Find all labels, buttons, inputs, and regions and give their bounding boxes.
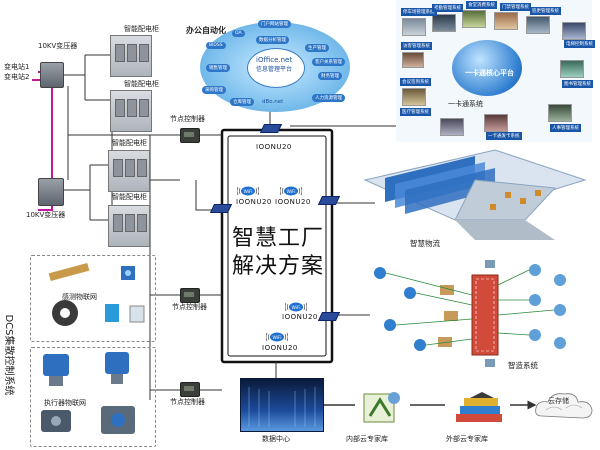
- center-title-line1: 智慧工厂: [232, 226, 325, 251]
- card-platform-label: 一卡通核心平台: [465, 69, 514, 77]
- smart-cabinet-icon: [110, 90, 152, 132]
- internal-expert-label: 内部云专家库: [346, 435, 388, 443]
- office-node: 客户关系管理: [312, 58, 345, 66]
- ioonu-label-3: IOONU20: [275, 198, 311, 206]
- transformer-top-icon: [40, 62, 64, 88]
- card-tag: 图书管理系统: [562, 80, 593, 88]
- svg-text:WiFi: WiFi: [272, 335, 281, 341]
- office-node: 门户网站管理: [258, 20, 291, 28]
- logistics-label: 智慧物流: [410, 239, 440, 248]
- datacenter-label: 数据中心: [262, 435, 290, 443]
- cloud-storage-icon: [532, 390, 596, 424]
- office-node: BIDSS: [206, 42, 226, 49]
- manufacturing-label: 智造系统: [508, 361, 538, 370]
- manufacturing-diagram: [374, 260, 566, 367]
- dcs-label-box: DCS集散控制系统: [2, 296, 16, 416]
- wifi-icon: WiFi: [279, 182, 303, 196]
- wifi-icon: WiFi: [236, 182, 260, 196]
- card-thumbnail: [462, 10, 486, 28]
- node-controller-label-1: 节点控制器: [170, 115, 205, 123]
- actuator-iot-box: [30, 347, 156, 447]
- card-tag: 巡更管理系统: [530, 7, 561, 15]
- ioonu-label-5: IOONU20: [262, 344, 298, 352]
- smart-cabinet-icon: [108, 150, 150, 192]
- substation-1-label: 变电站1: [4, 63, 30, 71]
- card-system-label: 一卡通系统: [448, 100, 483, 108]
- card-thumbnail: [440, 118, 464, 136]
- datacenter-image: [240, 378, 324, 432]
- office-node: OA: [232, 30, 245, 37]
- card-core-globe: [452, 40, 522, 96]
- cabinet-label-4: 智能配电柜: [112, 193, 147, 201]
- card-tag: 电梯控制系统: [564, 40, 595, 48]
- card-tag: 医疗管理系统: [400, 108, 431, 116]
- substation-2-label: 变电站2: [4, 73, 30, 81]
- svg-text:WiFi: WiFi: [291, 305, 300, 311]
- card-tag: 人事管理系统: [550, 124, 581, 132]
- node-controller-icon: [180, 128, 200, 143]
- card-thumbnail: [432, 14, 456, 32]
- card-tag: 一卡通发卡系统: [486, 132, 522, 140]
- smart-cabinet-icon: [110, 35, 152, 77]
- ioonu-label-4: IOONU20: [282, 313, 318, 321]
- ioonu-label-2: IOONU20: [236, 198, 272, 206]
- card-thumbnail: [562, 22, 586, 40]
- card-tag: 停车场管理系统: [401, 8, 437, 16]
- office-node: 财务管理: [318, 72, 342, 80]
- sensing-iot-box: [30, 255, 156, 342]
- node-controller-icon: [180, 382, 200, 397]
- actuator-devices-illustration: [41, 352, 135, 434]
- card-thumbnail: [484, 114, 508, 132]
- office-node: 生产管理: [305, 44, 329, 52]
- card-thumbnail: [560, 60, 584, 78]
- smart-cabinet-icon: [108, 205, 150, 247]
- ioonu-label-1: IOONU20: [256, 143, 292, 151]
- wifi-icon: WiFi: [284, 298, 308, 312]
- node-controller-icon: [180, 288, 200, 303]
- node-controller-label-2: 节点控制器: [172, 303, 207, 311]
- office-title: 办公自动化: [186, 26, 226, 35]
- cabinet-label-1: 智能配电柜: [124, 25, 159, 33]
- office-node: 采购管理: [202, 86, 226, 94]
- cabinet-label-3: 智能配电柜: [112, 139, 147, 147]
- wifi-icon: WiFi: [265, 328, 289, 342]
- node-controller-label-3: 节点控制器: [170, 398, 205, 406]
- transformer-top-label: 10KV变压器: [38, 42, 78, 50]
- office-core: [247, 48, 305, 88]
- transformer-bottom-icon: [38, 178, 64, 206]
- external-expert-label: 外部云专家库: [446, 435, 488, 443]
- card-thumbnail: [494, 12, 518, 30]
- cabinet-label-2: 智能配电柜: [124, 80, 159, 88]
- actuator-iot-label: 执行器物联网: [44, 399, 86, 407]
- office-node: 人力资源管理: [312, 94, 345, 102]
- sensing-iot-label: 感测物联网: [62, 293, 97, 301]
- card-thumbnail: [402, 52, 424, 68]
- card-tag: 访客管理系统: [401, 42, 432, 50]
- center-title-line2: 解决方案: [232, 254, 325, 279]
- svg-text:WiFi: WiFi: [243, 189, 252, 195]
- sensing-devices-illustration: [48, 262, 145, 326]
- internal-expert-icon: [358, 388, 406, 426]
- card-thumbnail: [402, 18, 426, 36]
- card-thumbnail: [402, 88, 426, 106]
- card-tag: 会议签到系统: [400, 78, 431, 86]
- card-thumbnail: [548, 104, 572, 122]
- svg-text:WiFi: WiFi: [286, 189, 295, 195]
- cloud-storage-label: 云存储: [548, 397, 569, 405]
- logistics-warehouse-illustration: [363, 149, 587, 240]
- transformer-bottom-label: 10KV变压器: [26, 211, 66, 219]
- office-center-line1: iOffice.net: [256, 56, 293, 64]
- office-node: 仓库管理: [230, 98, 254, 106]
- dcs-vertical-label: DCS集散控制系统: [3, 314, 14, 396]
- external-expert-icon: [450, 390, 508, 428]
- card-thumbnail: [526, 16, 550, 34]
- card-tag: 门禁管理系统: [500, 3, 531, 11]
- office-node: 销售管理: [206, 64, 230, 72]
- office-center-line2: 信息管理平台: [256, 66, 293, 73]
- card-tag: 食堂消费系统: [466, 1, 497, 9]
- office-bottom: dBo.net: [262, 99, 284, 105]
- office-node: 数据分析管理: [256, 36, 289, 44]
- card-tag: 考勤管理系统: [432, 4, 463, 12]
